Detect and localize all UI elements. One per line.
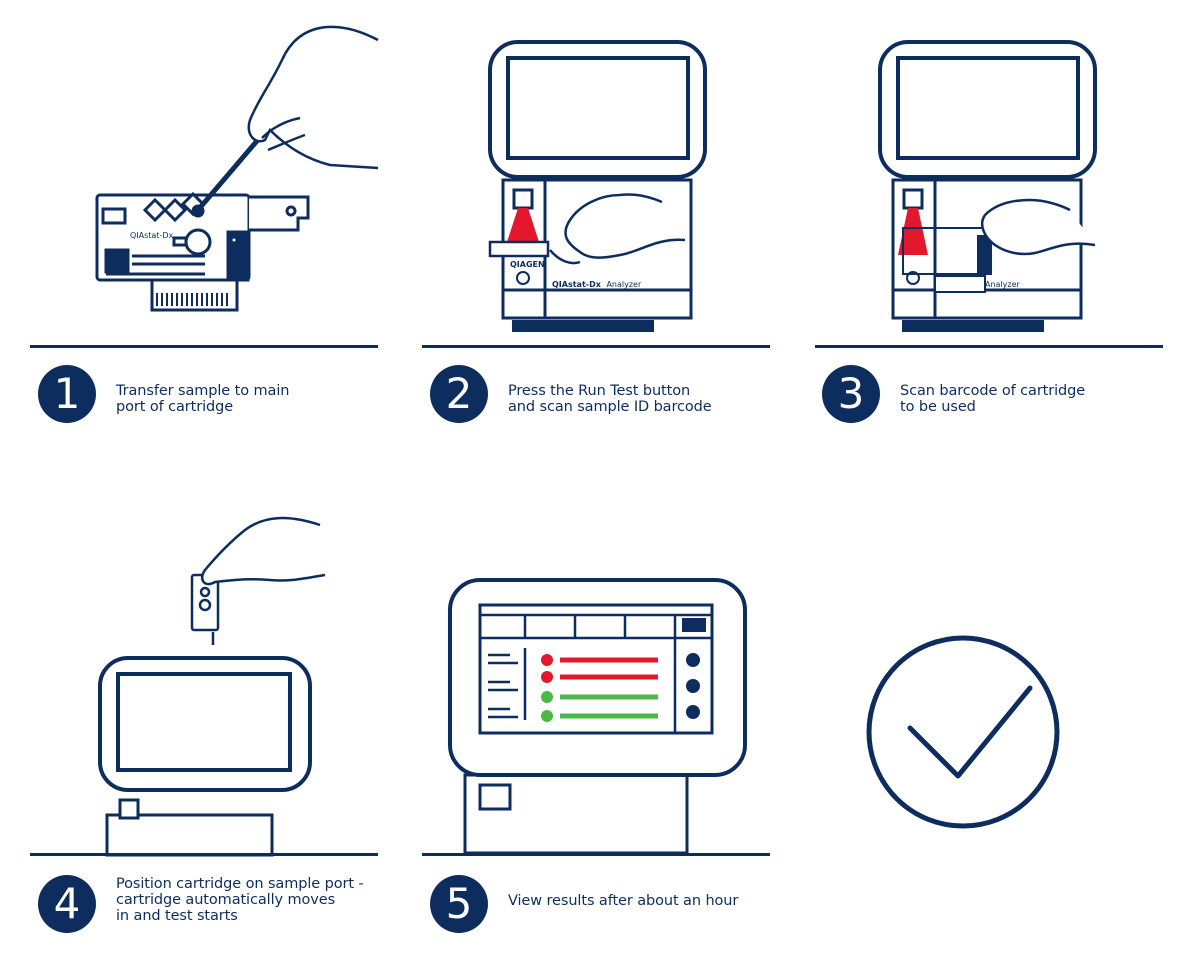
cartridge-label: QIAstat-Dx	[130, 231, 174, 240]
scanner-beam	[506, 208, 540, 245]
step-4-illustration	[98, 516, 326, 857]
step-3-number: 3	[822, 365, 880, 423]
analyzer-illustration	[98, 656, 312, 857]
step-1-illustration: QIAstat-Dx	[95, 25, 379, 312]
step-2-rule	[422, 345, 770, 348]
step-5-panel: 5 View results after about an hour	[400, 470, 800, 975]
device-brand: QIAGEN	[510, 260, 545, 269]
step-2-number: 2	[430, 365, 488, 423]
step-4-panel: 4 Position cartridge on sample port - ca…	[0, 470, 400, 975]
device-product-suffix: Analyzer	[606, 280, 642, 289]
step-5-number: 5	[430, 875, 488, 933]
step-1-number: 1	[38, 365, 96, 423]
completion-panel	[800, 470, 1200, 975]
step-3-illustration: Analyzer	[878, 40, 1097, 332]
step-4-text: Position cartridge on sample port - cart…	[116, 876, 364, 924]
svg-text:QIAstat-Dx Analyzer: QIAstat-Dx Analyzer	[552, 280, 642, 289]
step-5-text: View results after about an hour	[508, 893, 739, 909]
results-screen	[480, 613, 712, 733]
step-5-rule	[422, 853, 770, 856]
screen-buttons	[686, 653, 700, 719]
step-3-panel: Analyzer 3 Scan barcode of cartridge to …	[800, 0, 1200, 440]
negative-results	[541, 691, 658, 722]
cartridge-illustration	[902, 227, 992, 293]
swab-illustration	[191, 132, 265, 218]
cartridge-barcode	[156, 293, 228, 306]
sample-tube	[488, 240, 550, 258]
hand-illustration	[200, 516, 326, 586]
checkmark-icon	[866, 635, 1060, 829]
step-1-panel: QIAstat-Dx 1 Transfer sample to main por…	[0, 0, 400, 440]
hand-illustration	[980, 198, 1096, 256]
step-3-rule	[815, 345, 1163, 348]
step-3-text: Scan barcode of cartridge to be used	[900, 383, 1086, 415]
cartridge-illustration	[190, 573, 220, 632]
step-2-panel: QIAGEN QIAstat-Dx Analyzer 2 Press the R…	[400, 0, 800, 440]
step-4-rule	[30, 853, 378, 856]
device-product-suffix: Analyzer	[985, 280, 1021, 289]
step-5-illustration	[448, 578, 747, 855]
step-1-text: Transfer sample to main port of cartridg…	[116, 383, 290, 415]
hand-illustration	[564, 193, 686, 259]
positive-results	[541, 654, 658, 683]
step-4-number: 4	[38, 875, 96, 933]
step-2-text: Press the Run Test button and scan sampl…	[508, 383, 712, 415]
qiagen-logo-icon	[682, 618, 706, 632]
device-product: QIAstat-Dx	[552, 280, 602, 289]
step-2-illustration: QIAGEN QIAstat-Dx Analyzer	[488, 40, 707, 332]
scanner-beam	[898, 208, 928, 255]
hand-illustration	[247, 25, 379, 170]
step-1-rule	[30, 345, 378, 348]
